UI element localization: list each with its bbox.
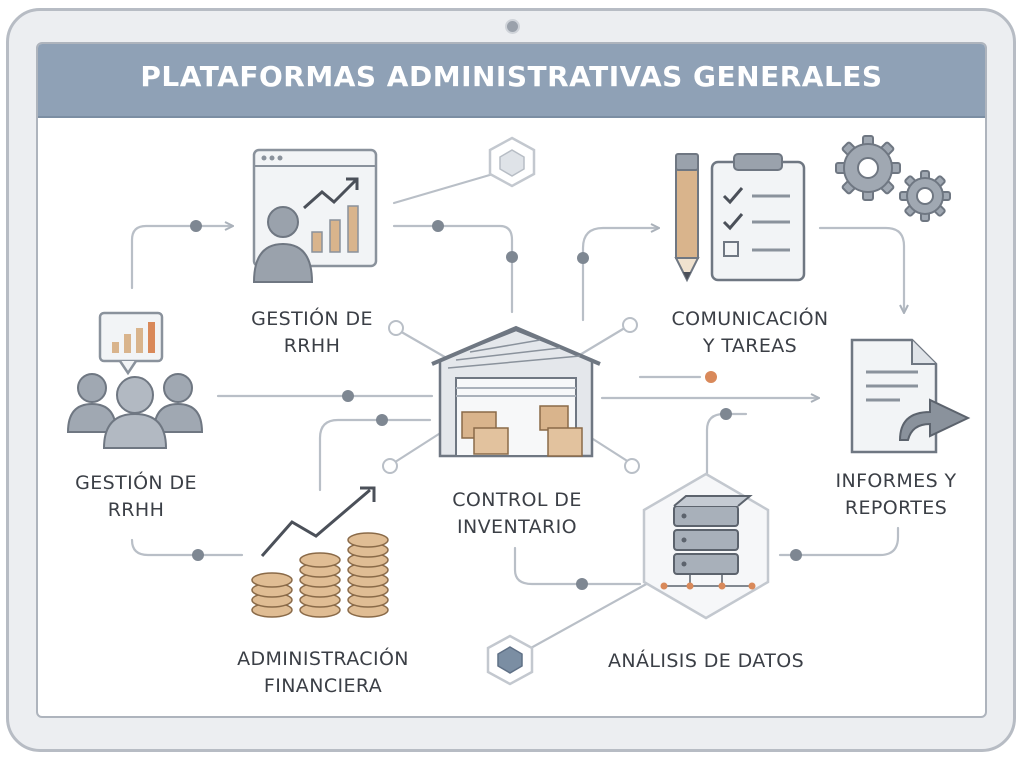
connector-hrtop-to-hex [392,170,502,205]
coins-growth-icon [251,486,389,618]
hollow-dot [622,317,638,333]
dot [506,251,518,263]
dot [190,220,202,232]
spoke-ul [396,328,452,362]
label-line: FINANCIERA [263,675,383,697]
hr-analytics-icon [252,148,378,283]
people-group-icon [66,311,204,449]
label-line: GESTIÓN DE [251,308,373,330]
dot [720,408,732,420]
connector-hrleft-to-hrtop [130,226,232,290]
hexagon-icon [486,634,534,686]
connector-finance-to-inv [318,418,432,492]
connector-data-up [705,412,748,482]
report-export-icon [850,338,971,454]
label-line: ADMINISTRACIÓN [237,648,409,670]
gears-icon [835,135,951,222]
label-line: ANÁLISIS DE DATOS [607,650,805,672]
connector-hrtop-right [392,224,514,314]
label-line: REPORTES [844,497,948,519]
label-line: INVENTARIO [457,516,577,538]
label-line: Y TAREAS [702,335,798,357]
label-hr-left: GESTIÓN DE RRHH [46,470,226,524]
hollow-dot [624,458,640,474]
connectors [130,170,904,656]
label-inventory: CONTROL DE INVENTARIO [412,487,622,541]
clipboard-checklist-icon [674,153,806,283]
dot [432,220,444,232]
label-line: RRHH [107,499,165,521]
warehouse-icon [431,325,601,458]
label-line: COMUNICACIÓN [671,308,829,330]
dot [342,390,354,402]
label-hr-top: GESTIÓN DE RRHH [222,306,402,360]
server-database-icon [642,472,770,620]
spoke-ll [390,430,444,466]
junction-dots [190,220,802,590]
hollow-dot [388,320,404,336]
label-comms: COMUNICACIÓN Y TAREAS [632,306,868,360]
dot [790,549,802,561]
spoke-ur [576,324,630,358]
dot [576,578,588,590]
label-line: GESTIÓN DE [75,472,197,494]
dot [577,252,589,264]
page-title: PLATAFORMAS ADMINISTRATIVAS GENERALES [140,60,883,93]
label-line: RRHH [283,335,341,357]
label-data: ANÁLISIS DE DATOS [566,648,846,675]
hollow-dot [382,458,398,474]
dot [376,414,388,426]
camera-dot [505,19,520,34]
hexagon-icon [488,136,536,188]
connector-inv-to-comms [581,228,658,322]
dot [192,549,204,561]
connector-data-to-reports [778,526,900,557]
title-bar: PLATAFORMAS ADMINISTRATIVAS GENERALES [38,44,985,118]
orange-dot [705,371,717,383]
connector-data-to-hex [518,580,652,656]
label-line: INFORMES Y [835,470,957,492]
connector-comms-to-reports [818,226,904,312]
connector-inv-to-data [513,546,642,586]
connector-hrleft-to-finance [130,538,244,557]
label-finance: ADMINISTRACIÓN FINANCIERA [198,646,448,700]
label-line: CONTROL DE [452,489,582,511]
label-reports: INFORMES Y REPORTES [806,468,986,522]
